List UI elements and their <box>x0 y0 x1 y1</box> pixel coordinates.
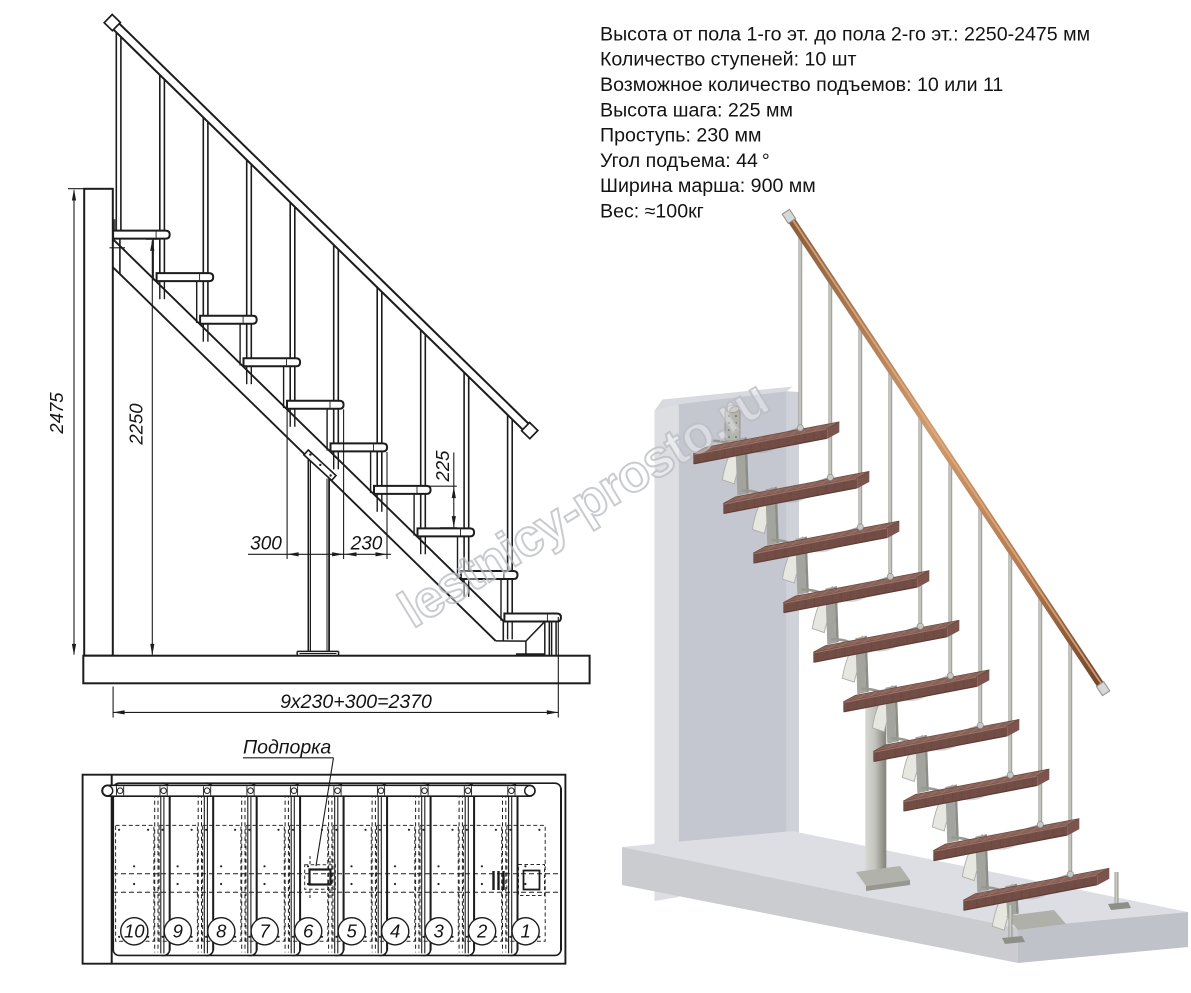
svg-text:8: 8 <box>216 921 227 942</box>
svg-text:Угол подъема: 44 °: Угол подъема: 44 ° <box>600 150 770 172</box>
svg-text:Возможное количество подъемов:: Возможное количество подъемов: 10 или 11 <box>600 74 1003 96</box>
svg-text:Высота от пола 1-го эт. до пол: Высота от пола 1-го эт. до пола 2-го эт.… <box>600 23 1090 45</box>
svg-text:2250: 2250 <box>126 403 147 446</box>
svg-text:7: 7 <box>260 921 271 942</box>
svg-text:Проступь: 230 мм: Проступь: 230 мм <box>600 125 761 147</box>
svg-text:Количество ступеней: 10 шт: Количество ступеней: 10 шт <box>600 49 856 71</box>
svg-text:2475: 2475 <box>46 392 67 435</box>
svg-text:9x230+300=2370: 9x230+300=2370 <box>280 691 432 713</box>
svg-text:300: 300 <box>250 534 282 555</box>
svg-text:Ширина марша: 900 мм: Ширина марша: 900 мм <box>600 175 816 197</box>
svg-text:5: 5 <box>347 921 358 942</box>
svg-text:4: 4 <box>390 921 400 942</box>
svg-text:Подпорка: Подпорка <box>243 737 331 759</box>
svg-text:Высота шага: 225 мм: Высота шага: 225 мм <box>600 99 793 121</box>
svg-text:3: 3 <box>434 921 445 942</box>
svg-text:Вес: ≈100кг: Вес: ≈100кг <box>600 201 704 223</box>
svg-text:230: 230 <box>350 534 383 555</box>
svg-text:9: 9 <box>173 921 183 942</box>
svg-text:1: 1 <box>520 921 530 942</box>
svg-text:2: 2 <box>476 921 488 942</box>
svg-text:6: 6 <box>303 921 314 942</box>
svg-text:225: 225 <box>432 450 453 483</box>
svg-text:10: 10 <box>124 921 145 942</box>
